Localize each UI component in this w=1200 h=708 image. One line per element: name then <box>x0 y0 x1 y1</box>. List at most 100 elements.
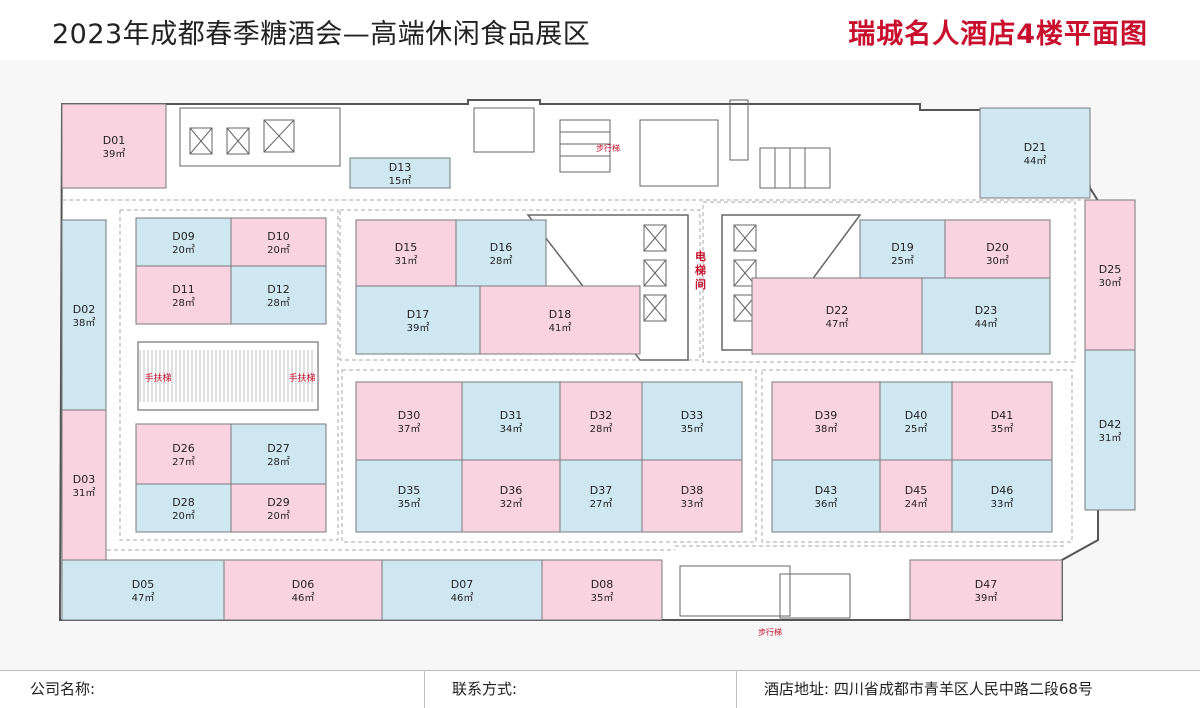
booth-id: D45 <box>905 484 927 497</box>
booth-size: 33㎡ <box>681 498 704 510</box>
booth-size: 36㎡ <box>815 498 838 510</box>
booth-id: D41 <box>991 409 1013 422</box>
booth-size: 38㎡ <box>815 423 838 435</box>
booth-area <box>355 285 481 355</box>
booth-area <box>381 559 543 621</box>
booth-area <box>135 265 232 325</box>
floor-plan-svg: D0139㎡D0238㎡D0331㎡D0547㎡D0646㎡D0746㎡D083… <box>58 99 1136 637</box>
booth-size: 47㎡ <box>132 592 155 604</box>
stairs-label-top: 步行梯 <box>596 143 620 153</box>
booth-id: D31 <box>500 409 522 422</box>
booth-area <box>879 459 953 533</box>
booth-area <box>921 277 1051 355</box>
booth-size: 30㎡ <box>986 255 1009 267</box>
booth-size: 30㎡ <box>1099 277 1122 289</box>
booth-id: D35 <box>398 484 420 497</box>
booth-id: D06 <box>292 578 314 591</box>
booth-area <box>771 459 881 533</box>
booth-id: D43 <box>815 484 837 497</box>
booth-area <box>541 559 663 621</box>
booth-size: 28㎡ <box>172 297 195 309</box>
booth-id: D23 <box>975 304 997 317</box>
booth-size: 27㎡ <box>172 456 195 468</box>
booth-size: 31㎡ <box>73 487 96 499</box>
booth-id: D38 <box>681 484 703 497</box>
booth-id: D17 <box>407 308 429 321</box>
booth-size: 33㎡ <box>991 498 1014 510</box>
booth-area <box>135 423 232 485</box>
booth-area <box>479 285 641 355</box>
booth-size: 32㎡ <box>500 498 523 510</box>
booth-id: D40 <box>905 409 927 422</box>
booth-id: D30 <box>398 409 420 422</box>
booth-area <box>230 217 327 267</box>
contact-label: 联系方式: <box>452 680 518 698</box>
booth-area <box>461 459 561 533</box>
company-name-label: 公司名称: <box>30 680 96 698</box>
booth-id: D07 <box>451 578 473 591</box>
booth-size: 28㎡ <box>267 456 290 468</box>
booth-id: D37 <box>590 484 612 497</box>
booth-id: D39 <box>815 409 837 422</box>
booth-size: 46㎡ <box>451 592 474 604</box>
booth-id: D19 <box>891 241 913 254</box>
booth-area <box>859 219 946 287</box>
stairs-bottom <box>679 565 851 619</box>
booth-size: 35㎡ <box>591 592 614 604</box>
booth-area <box>641 381 743 461</box>
booth-size: 41㎡ <box>549 322 572 334</box>
booth-id: D09 <box>172 230 194 243</box>
booth-area <box>355 381 463 461</box>
booth-area <box>979 107 1091 199</box>
booth-area <box>355 459 463 533</box>
booth-area <box>944 219 1051 287</box>
booth-size: 35㎡ <box>991 423 1014 435</box>
booth-size: 28㎡ <box>490 255 513 267</box>
booth-area <box>230 483 327 533</box>
booth-id: D01 <box>103 134 125 147</box>
service-area <box>179 99 831 189</box>
booth-area <box>641 459 743 533</box>
booth-id: D29 <box>267 496 289 509</box>
booth-size: 24㎡ <box>905 498 928 510</box>
booth-area <box>559 459 643 533</box>
booth-area <box>61 409 107 561</box>
booth-id: D16 <box>490 241 512 254</box>
booth-size: 31㎡ <box>395 255 418 267</box>
booth-area <box>61 103 167 189</box>
booth-area <box>751 277 923 355</box>
booth-id: D27 <box>267 442 289 455</box>
booth-size: 39㎡ <box>975 592 998 604</box>
booth-size: 20㎡ <box>172 510 195 522</box>
booth-id: D05 <box>132 578 154 591</box>
booth-size: 27㎡ <box>590 498 613 510</box>
booth-area <box>135 483 232 533</box>
